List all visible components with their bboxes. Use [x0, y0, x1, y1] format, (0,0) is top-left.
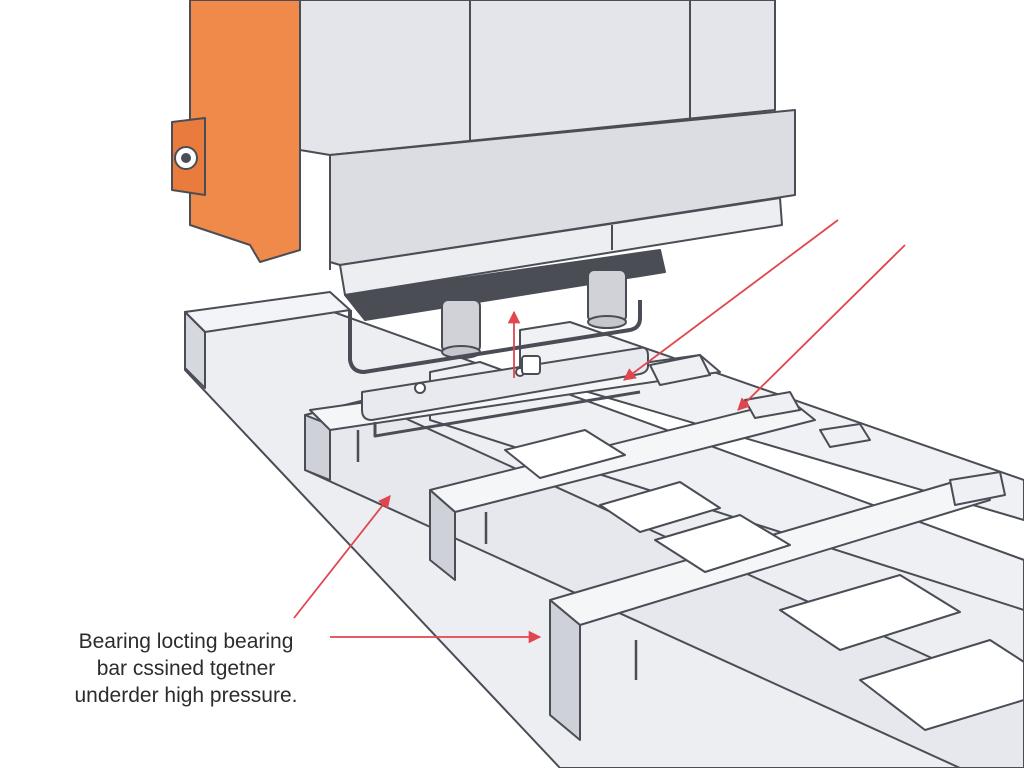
clamp-block [344, 249, 666, 321]
grating-cell [504, 429, 626, 479]
caption-line-1: Bearing locting bearing [78, 630, 294, 653]
machine-beam [339, 197, 783, 296]
leader-line-clamp [622, 219, 839, 381]
grating-cell [599, 481, 721, 533]
welding-frame [348, 300, 642, 374]
leader-line-bearing-bar [293, 495, 391, 619]
caption-line-3: underder high pressure. [74, 684, 298, 707]
pivot-bolt [414, 382, 426, 394]
caption-line-2: bar cssined tgetner [96, 657, 276, 680]
grating-cell [654, 514, 791, 573]
leader-line-bar [737, 244, 906, 411]
grating-cell [859, 639, 1024, 731]
orange-side-housing [189, 0, 301, 263]
diagram-caption: Bearing locting bearing bar cssined tget… [36, 628, 336, 709]
piston-right [587, 269, 627, 323]
press-machine [171, 0, 796, 438]
leader-lines [293, 219, 906, 644]
grating-cell [779, 574, 961, 651]
piston-left [441, 299, 481, 353]
